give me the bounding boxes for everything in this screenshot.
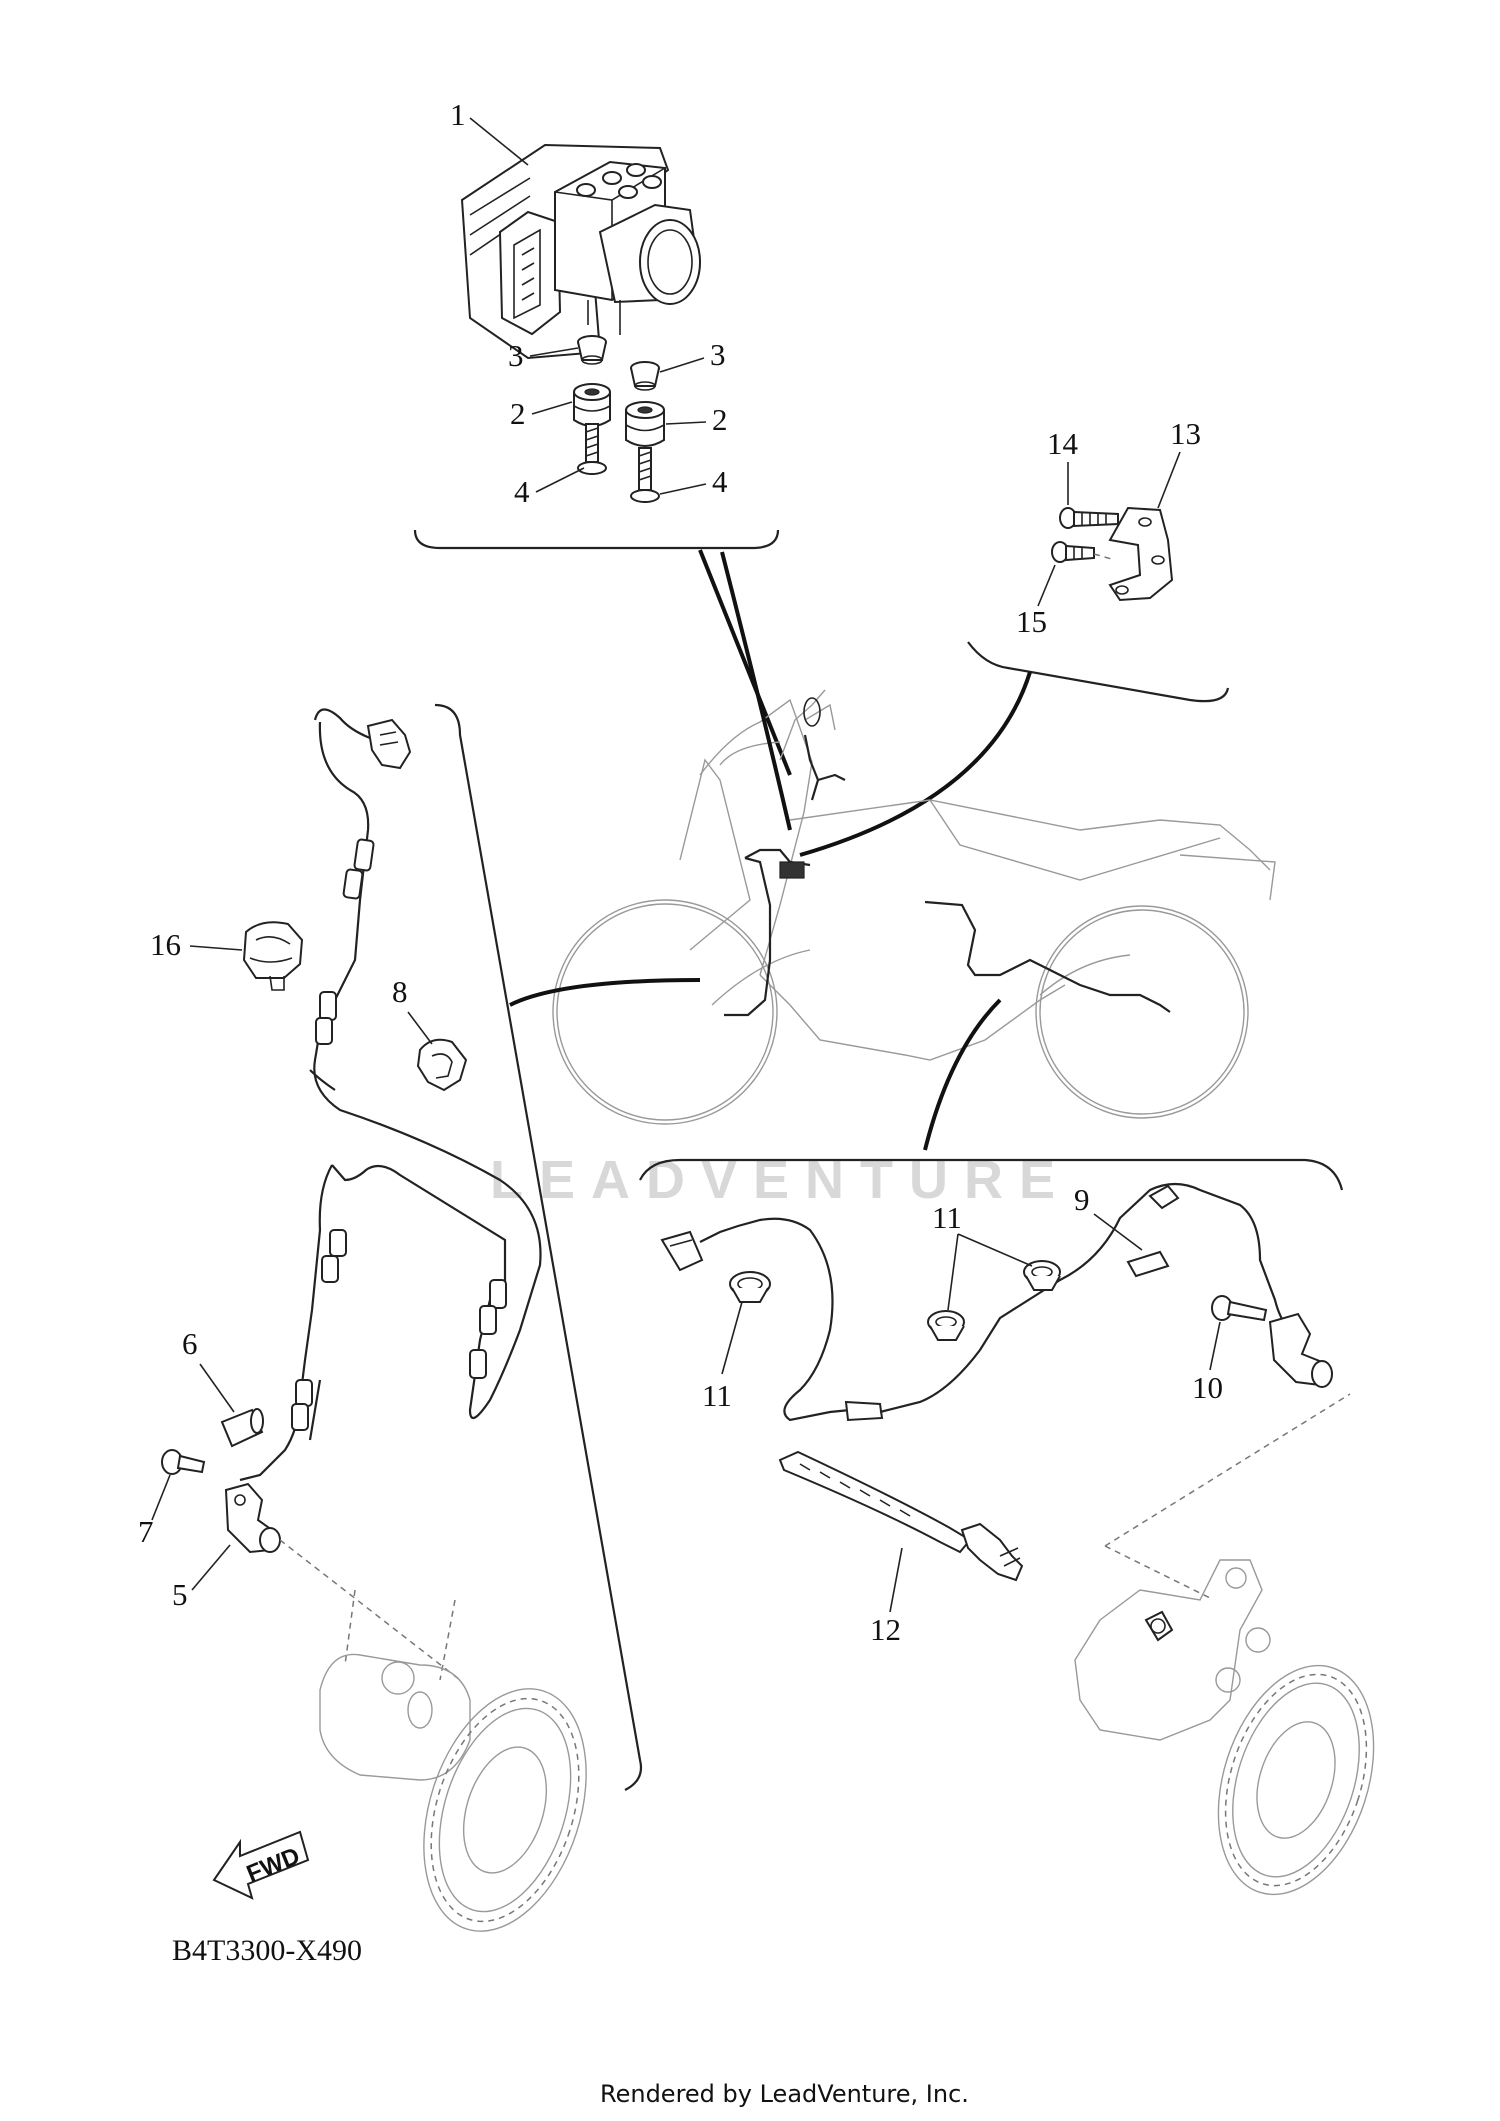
- callout-2-left: 2: [510, 396, 526, 431]
- damper-2-left[interactable]: [573, 383, 611, 427]
- rear-wire-on-bike: [924, 900, 1171, 1013]
- front-wire-on-bike: [724, 856, 772, 1017]
- callout-5: 5: [172, 1577, 188, 1612]
- collar-3-left[interactable]: [577, 335, 607, 365]
- callout-3-left: 3: [508, 338, 524, 373]
- callout-4-left: 4: [514, 474, 530, 509]
- bolt-4-right[interactable]: [630, 447, 660, 503]
- cable-tie-12[interactable]: [778, 1450, 1024, 1582]
- rear-sensor-lead-9[interactable]: [660, 1182, 1291, 1422]
- rear-wheel-sensor-10[interactable]: [1268, 1312, 1333, 1388]
- callout-2-right: 2: [712, 402, 728, 437]
- callout-3-right: 3: [710, 337, 726, 372]
- abs-unit-on-bike: [779, 861, 805, 879]
- fwd-arrow: FWD: [212, 1830, 310, 1900]
- callout-10: 10: [1192, 1370, 1223, 1405]
- rear-caliper-and-disc: [1074, 1559, 1375, 1896]
- clamp-11-upper[interactable]: [1023, 1260, 1061, 1291]
- front-wheel-sensor-5[interactable]: [224, 1482, 281, 1554]
- collar-6[interactable]: [220, 1408, 264, 1448]
- abs-hydraulic-unit[interactable]: [460, 143, 701, 360]
- damper-2-right[interactable]: [625, 401, 665, 447]
- callout-14: 14: [1047, 426, 1079, 461]
- bolt-15[interactable]: [1051, 541, 1095, 563]
- callout-8: 8: [392, 974, 408, 1009]
- clip-8[interactable]: [416, 1038, 468, 1092]
- bolt-10[interactable]: [1211, 1295, 1268, 1322]
- callout-13: 13: [1170, 416, 1201, 451]
- callout-9: 9: [1074, 1182, 1090, 1217]
- callout-16: 16: [150, 927, 181, 962]
- motorcycle-silhouette: [552, 689, 1276, 1125]
- footer-credit: Rendered by LeadVenture, Inc.: [600, 2080, 969, 2108]
- front-sensor-lead[interactable]: [239, 708, 542, 1482]
- callout-6: 6: [182, 1326, 198, 1361]
- callout-4-right: 4: [712, 464, 728, 499]
- bracket-13[interactable]: [1108, 506, 1174, 602]
- collar-3-right[interactable]: [630, 361, 660, 391]
- callout-15: 15: [1016, 604, 1047, 639]
- bolt-14[interactable]: [1059, 507, 1119, 529]
- callout-1: 1: [450, 97, 466, 132]
- bolt-7[interactable]: [161, 1449, 206, 1475]
- callout-11-left: 11: [702, 1378, 732, 1413]
- callout-11-top: 11: [932, 1200, 962, 1235]
- clamp-16[interactable]: [242, 921, 304, 991]
- front-fork-and-disc: [319, 1589, 587, 1932]
- callout-7: 7: [138, 1514, 154, 1549]
- clamp-11-left[interactable]: [729, 1271, 771, 1303]
- bolt-4-left[interactable]: [577, 423, 607, 475]
- clamp-11-lower[interactable]: [927, 1310, 965, 1341]
- callout-12: 12: [870, 1612, 901, 1647]
- diagram-code: B4T3300-X490: [172, 1934, 362, 1967]
